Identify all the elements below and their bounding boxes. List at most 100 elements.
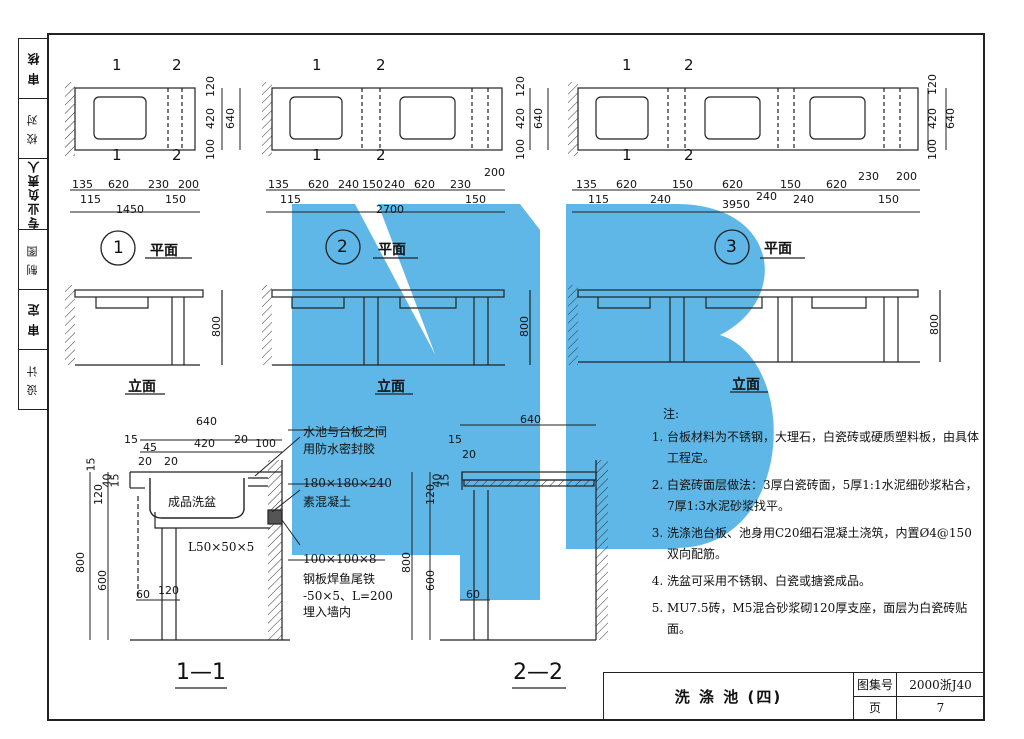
dim-text: 15 bbox=[84, 457, 98, 472]
plan-side-dims bbox=[221, 88, 947, 150]
drawing-title: 洗 涤 池 (四) bbox=[604, 673, 854, 719]
section-mark: 2 bbox=[376, 146, 386, 164]
dim-text: 100 bbox=[514, 139, 527, 160]
dim-text: 200 bbox=[896, 170, 917, 183]
callout: 水池与台板之间 bbox=[303, 425, 388, 439]
dim-text: 120 bbox=[926, 74, 939, 95]
dim-text: 150 bbox=[362, 178, 383, 191]
approval-sidebar: 审 核 校 对 专业负责人 制 图 审 定 设 计 bbox=[18, 38, 48, 410]
dim-text: 800 bbox=[400, 552, 413, 573]
callout: 180×180×240 bbox=[303, 476, 392, 490]
elevation-height: 800 bbox=[928, 314, 941, 335]
dim-text: 115 bbox=[80, 193, 101, 206]
dim-text: 15 bbox=[108, 473, 122, 488]
dim-text: 640 bbox=[520, 413, 541, 426]
section-label: 1—1 bbox=[176, 660, 226, 685]
dim-text: 200 bbox=[178, 178, 199, 191]
dim-text: 620 bbox=[722, 178, 743, 191]
section-mark: 1 bbox=[312, 56, 322, 74]
sidebar-cell: 设 计 bbox=[26, 363, 39, 396]
dim-text: 15 bbox=[438, 473, 452, 488]
callout: -50×5、L=200 bbox=[303, 589, 393, 603]
section-label: 2—2 bbox=[513, 660, 563, 685]
atlas-row: 图集号 2000浙J40 bbox=[854, 673, 984, 697]
dim-text: 115 bbox=[280, 193, 301, 206]
section-mark: 1 bbox=[312, 146, 322, 164]
section-mark: 1 bbox=[622, 146, 632, 164]
elevation-underlines bbox=[125, 391, 768, 395]
elevation-height: 800 bbox=[210, 316, 223, 337]
dim-total: 2700 bbox=[376, 203, 404, 216]
dim-text: 100 bbox=[204, 139, 217, 160]
callout: 钢板焊鱼尾铁 bbox=[303, 572, 376, 586]
section-1-1-dims bbox=[89, 439, 282, 640]
page-key: 页 bbox=[854, 696, 897, 719]
dim-text: 800 bbox=[74, 552, 87, 573]
plan-number: 1 bbox=[113, 238, 124, 258]
notes-list: 台板材料为不锈钢，大理石，白瓷砖或硬质塑料板，由具体工程定。 白瓷砖面层做法：3… bbox=[645, 427, 980, 640]
callout: 素混凝土 bbox=[303, 495, 352, 509]
plan-number: 2 bbox=[337, 237, 348, 257]
dim-text: 200 bbox=[484, 166, 505, 179]
dim-text: 230 bbox=[148, 178, 169, 191]
sidebar-cell: 专业负责人 bbox=[19, 159, 47, 230]
section-2-2-dims bbox=[411, 424, 596, 640]
dim-total: 1450 bbox=[116, 203, 144, 216]
dim-text: 150 bbox=[672, 178, 693, 191]
dim-text: 115 bbox=[588, 193, 609, 206]
elevation-1 bbox=[65, 285, 223, 366]
basin-label: 成品洗盆 bbox=[168, 495, 217, 509]
plan-2 bbox=[262, 82, 503, 156]
sidebar-cell: 校 对 bbox=[19, 99, 47, 159]
dim-text: 240 bbox=[756, 190, 777, 203]
watermark bbox=[292, 204, 774, 600]
dim-text: 135 bbox=[576, 178, 597, 191]
note-item: 台板材料为不锈钢，大理石，白瓷砖或硬质塑料板，由具体工程定。 bbox=[667, 427, 980, 469]
dim-text: 640 bbox=[224, 108, 237, 129]
dim-text: 420 bbox=[204, 108, 217, 129]
sidebar-cell: 审 核 bbox=[19, 39, 47, 99]
dim-text: 20 bbox=[138, 455, 152, 468]
sidebar-cell: 审 定 bbox=[19, 290, 47, 350]
plan-label: 平面 bbox=[378, 242, 406, 258]
plan-1 bbox=[65, 82, 196, 156]
section-mark: 2 bbox=[684, 146, 694, 164]
dim-text: 60 bbox=[136, 588, 150, 601]
plan-label: 平面 bbox=[764, 241, 792, 257]
plan-3 bbox=[568, 82, 919, 156]
dim-text: 620 bbox=[616, 178, 637, 191]
dim-text: 240 bbox=[650, 193, 671, 206]
plan-number-circles bbox=[100, 229, 750, 266]
note-item: MU7.5砖，M5混合砂浆砌120厚支座，面层为白瓷砖贴面。 bbox=[667, 598, 980, 640]
dim-text: 60 bbox=[466, 588, 480, 601]
dim-text: 640 bbox=[196, 415, 217, 428]
dim-text: 420 bbox=[514, 108, 527, 129]
dim-text: 620 bbox=[414, 178, 435, 191]
plan-bottom-dims bbox=[70, 189, 920, 213]
title-block-meta: 图集号 2000浙J40 页 7 bbox=[854, 673, 984, 719]
page-row: 页 7 bbox=[854, 696, 984, 719]
dim-text: 640 bbox=[944, 108, 957, 129]
note-item: 白瓷砖面层做法：3厚白瓷砖面，5厚1:1水泥细砂浆粘合，7厚1:3水泥砂浆找平。 bbox=[667, 475, 980, 517]
dim-text: 150 bbox=[878, 193, 899, 206]
dim-text: 240 bbox=[338, 178, 359, 191]
note-item: 洗涤池台板、池身用C20细石混凝土浇筑，内置Ø4@150双向配筋。 bbox=[667, 523, 980, 565]
plan-number: 3 bbox=[726, 237, 737, 257]
section-mark: 2 bbox=[172, 56, 182, 74]
dim-text: 150 bbox=[780, 178, 801, 191]
section-mark: 2 bbox=[172, 146, 182, 164]
title-block: 洗 涤 池 (四) 图集号 2000浙J40 页 7 bbox=[603, 672, 985, 720]
dim-text: 135 bbox=[268, 178, 289, 191]
section-mark: 1 bbox=[112, 56, 122, 74]
dim-text: 420 bbox=[194, 437, 215, 450]
atlas-value: 2000浙J40 bbox=[909, 677, 972, 692]
dim-text: 100 bbox=[255, 437, 276, 450]
dim-text: 120 bbox=[514, 76, 527, 97]
note-item: 洗盆可采用不锈钢、白瓷或搪瓷成品。 bbox=[667, 571, 980, 592]
dim-text: 20 bbox=[234, 433, 248, 446]
dim-text: 120 bbox=[158, 584, 179, 597]
dim-text: 620 bbox=[826, 178, 847, 191]
dim-text: 150 bbox=[465, 193, 486, 206]
page-value: 7 bbox=[936, 700, 945, 715]
